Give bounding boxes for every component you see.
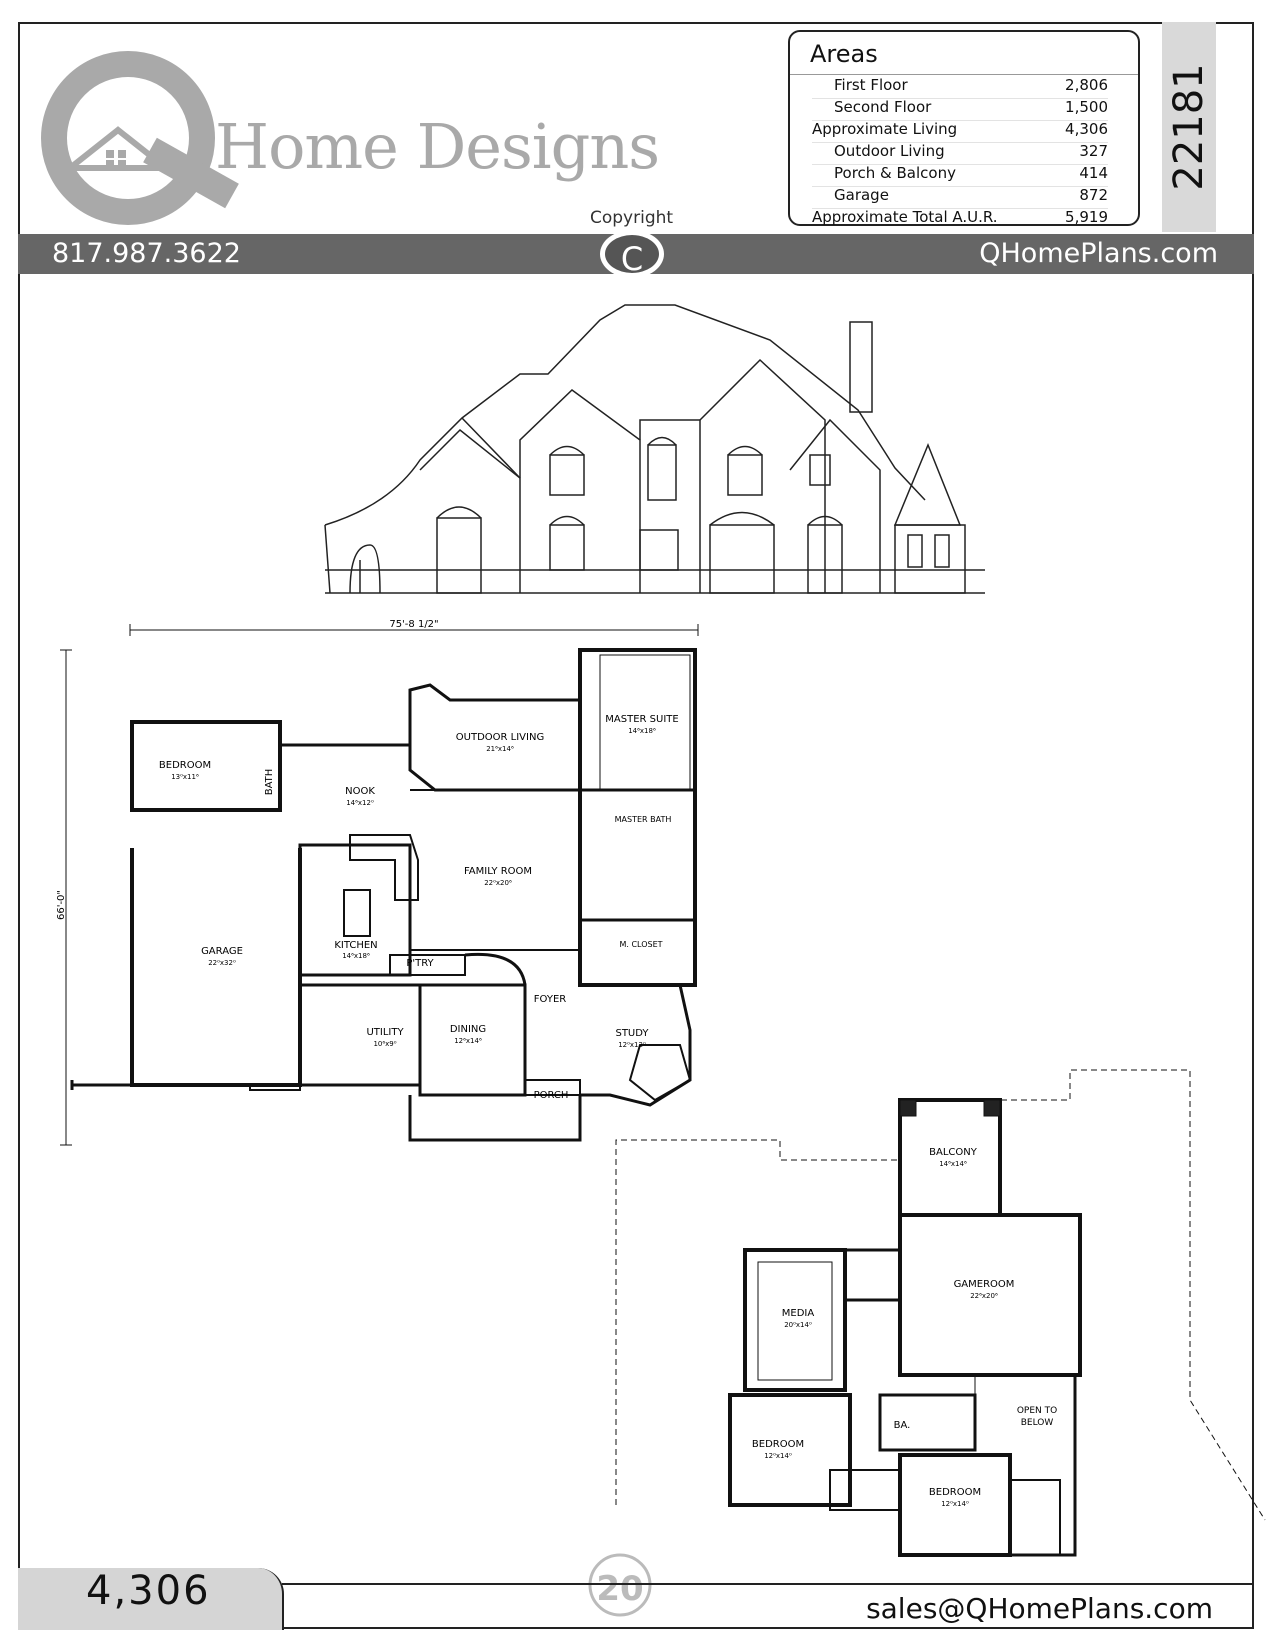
plan-number-tab: 22181 <box>1162 22 1216 232</box>
areas-row-value: 414 <box>1079 164 1108 182</box>
anniversary-emblem: 20 <box>588 1553 652 1617</box>
room-ba: BA. <box>894 1420 911 1431</box>
room-balcony: BALCONY <box>929 1147 978 1158</box>
areas-title: Areas <box>810 40 878 68</box>
room-bedroom-size: 13⁰x11⁶ <box>171 773 199 781</box>
areas-table: Areas First Floor 2,806 Second Floor 1,5… <box>788 30 1140 226</box>
anniversary-number: 20 <box>596 1569 643 1609</box>
front-elevation <box>324 304 985 594</box>
room-porch: PORCH <box>534 1090 569 1101</box>
plan-number: 22181 <box>1166 63 1212 191</box>
room-pantry: P'TRY <box>406 958 434 969</box>
room-master-bath: MASTER BATH <box>615 815 672 824</box>
areas-row-value: 4,306 <box>1065 120 1108 138</box>
room-dining-size: 12⁶x14⁶ <box>454 1037 482 1045</box>
website-link[interactable]: QHomePlans.com <box>979 238 1218 269</box>
areas-row-label: Approximate Total A.U.R. <box>812 208 998 226</box>
room-study: STUDY <box>615 1028 649 1039</box>
areas-row: Garage 872 <box>812 186 1108 209</box>
areas-row: Approximate Living 4,306 <box>812 120 1108 143</box>
areas-row-label: Second Floor <box>834 98 932 116</box>
first-floor-plan <box>60 624 699 1146</box>
areas-row-label: First Floor <box>834 76 908 94</box>
second-floor-plan <box>615 1069 1266 1557</box>
email-link[interactable]: sales@QHomePlans.com <box>866 1592 1213 1625</box>
room-family-room-size: 22⁰x20⁶ <box>484 879 512 887</box>
living-area-tab: 4,306 <box>18 1568 284 1630</box>
room-open-to: OPEN TO <box>1017 1406 1057 1416</box>
room-balcony-size: 14⁶x14⁶ <box>939 1160 967 1168</box>
room-garage-size: 22⁰x32⁰ <box>208 959 236 967</box>
brand-name: Home Designs <box>215 110 660 183</box>
areas-divider <box>790 74 1138 75</box>
copyright-label: Copyright <box>590 208 674 228</box>
room-bedroom-3-size: 12⁰x14⁰ <box>941 1500 969 1508</box>
room-gameroom: GAMEROOM <box>954 1279 1015 1290</box>
room-dining: DINING <box>450 1024 486 1035</box>
depth-dimension: 66'-0" <box>56 890 67 920</box>
copyright-icon: C <box>600 230 664 278</box>
areas-row-label: Garage <box>834 186 889 204</box>
room-bedroom-2: BEDROOM <box>752 1439 804 1450</box>
room-media-size: 20⁰x14⁰ <box>784 1321 812 1329</box>
room-nook: NOOK <box>345 786 375 797</box>
room-utility: UTILITY <box>366 1027 404 1038</box>
areas-row-value: 327 <box>1079 142 1108 160</box>
areas-row-value: 872 <box>1079 186 1108 204</box>
room-nook-size: 14⁶x12⁰ <box>346 799 374 807</box>
areas-row-value: 2,806 <box>1065 76 1108 94</box>
areas-row-label: Approximate Living <box>812 120 958 138</box>
q-logo <box>41 51 239 225</box>
footer-rule <box>282 1583 1254 1585</box>
room-garage: GARAGE <box>201 946 243 957</box>
living-area-value: 4,306 <box>86 1568 211 1614</box>
areas-row-label: Outdoor Living <box>834 142 945 160</box>
room-master-suite-size: 14⁶x18⁶ <box>628 727 656 735</box>
room-bedroom: BEDROOM <box>159 760 211 771</box>
first-floor-labels: BEDROOM 13⁰x11⁶ BATH NOOK 14⁶x12⁰ OUTDOO… <box>159 714 679 1101</box>
areas-row: Outdoor Living 327 <box>812 142 1108 165</box>
phone-number[interactable]: 817.987.3622 <box>52 238 241 269</box>
room-study-size: 12⁰x12⁰ <box>618 1041 646 1049</box>
room-outdoor-living-size: 21⁶x14⁶ <box>486 745 514 753</box>
room-kitchen-size: 14⁶x18⁶ <box>342 952 370 960</box>
areas-row-value: 1,500 <box>1065 98 1108 116</box>
width-dimension: 75'-8 1/2" <box>389 619 438 630</box>
room-family-room: FAMILY ROOM <box>464 866 532 877</box>
room-bedroom-3: BEDROOM <box>929 1487 981 1498</box>
room-foyer: FOYER <box>534 994 567 1005</box>
room-gameroom-size: 22⁶x20⁶ <box>970 1292 998 1300</box>
room-bath: BATH <box>264 769 275 796</box>
room-kitchen: KITCHEN <box>334 940 377 951</box>
page-frame <box>18 22 1254 1629</box>
areas-row: Second Floor 1,500 <box>812 98 1108 121</box>
room-below: BELOW <box>1021 1418 1054 1428</box>
areas-row: First Floor 2,806 <box>812 76 1108 99</box>
room-m-closet: M. CLOSET <box>619 940 662 949</box>
room-outdoor-living: OUTDOOR LIVING <box>456 732 544 743</box>
areas-row: Porch & Balcony 414 <box>812 164 1108 187</box>
room-master-suite: MASTER SUITE <box>605 714 678 725</box>
second-floor-labels: BALCONY 14⁶x14⁶ GAMEROOM 22⁶x20⁶ MEDIA 2… <box>752 1147 1057 1508</box>
areas-row: Approximate Total A.U.R. 5,919 <box>812 208 1108 230</box>
room-media: MEDIA <box>782 1308 815 1319</box>
room-utility-size: 10⁶x9⁰ <box>373 1040 396 1048</box>
areas-row-value: 5,919 <box>1065 208 1108 226</box>
room-bedroom-2-size: 12⁰x14⁰ <box>764 1452 792 1460</box>
areas-row-label: Porch & Balcony <box>834 164 956 182</box>
